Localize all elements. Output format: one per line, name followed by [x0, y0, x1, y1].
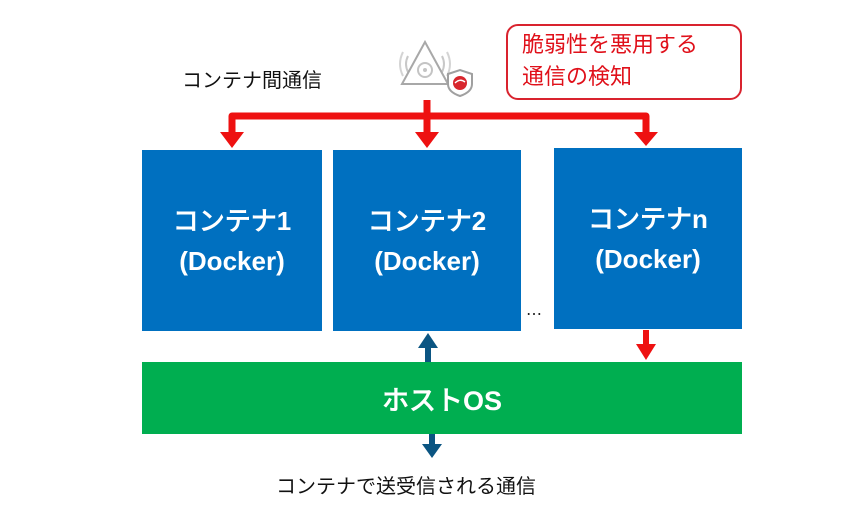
more-containers-ellipsis: …: [526, 300, 543, 319]
container-2-runtime: (Docker): [374, 245, 480, 276]
container-1: コンテナ1 (Docker): [142, 150, 322, 331]
container-2-name: コンテナ2: [367, 205, 487, 236]
host-os-bar: ホストOS: [142, 362, 742, 434]
traffic-arrow-up: [418, 333, 438, 348]
container-1-name: コンテナ1: [172, 205, 292, 236]
biohazard-shield-icon: [396, 38, 476, 98]
container-1-runtime: (Docker): [179, 245, 285, 276]
alert-bus-line: [228, 112, 650, 135]
alert-arrow-container-n: [634, 132, 658, 146]
container-2: コンテナ2 (Docker): [333, 150, 521, 331]
callout-line-2: 通信の検知: [522, 65, 633, 90]
container-n-runtime: (Docker): [595, 243, 701, 274]
host-os-label: ホストOS: [381, 385, 502, 416]
traffic-arrow-down: [422, 444, 442, 458]
container-traffic-label: コンテナで送受信される通信: [276, 474, 536, 498]
callout-line-1: 脆弱性を悪用する: [522, 33, 699, 58]
exploit-detection-callout: 脆弱性を悪用する 通信の検知: [506, 24, 742, 100]
inter-container-traffic-label: コンテナ間通信: [182, 68, 322, 92]
alert-arrow-container-2: [415, 132, 439, 148]
alert-arrow-container-1: [220, 132, 244, 148]
container-n: コンテナn (Docker): [554, 148, 742, 329]
container-n-name: コンテナn: [588, 203, 708, 234]
alert-arrow-host: [636, 344, 656, 360]
